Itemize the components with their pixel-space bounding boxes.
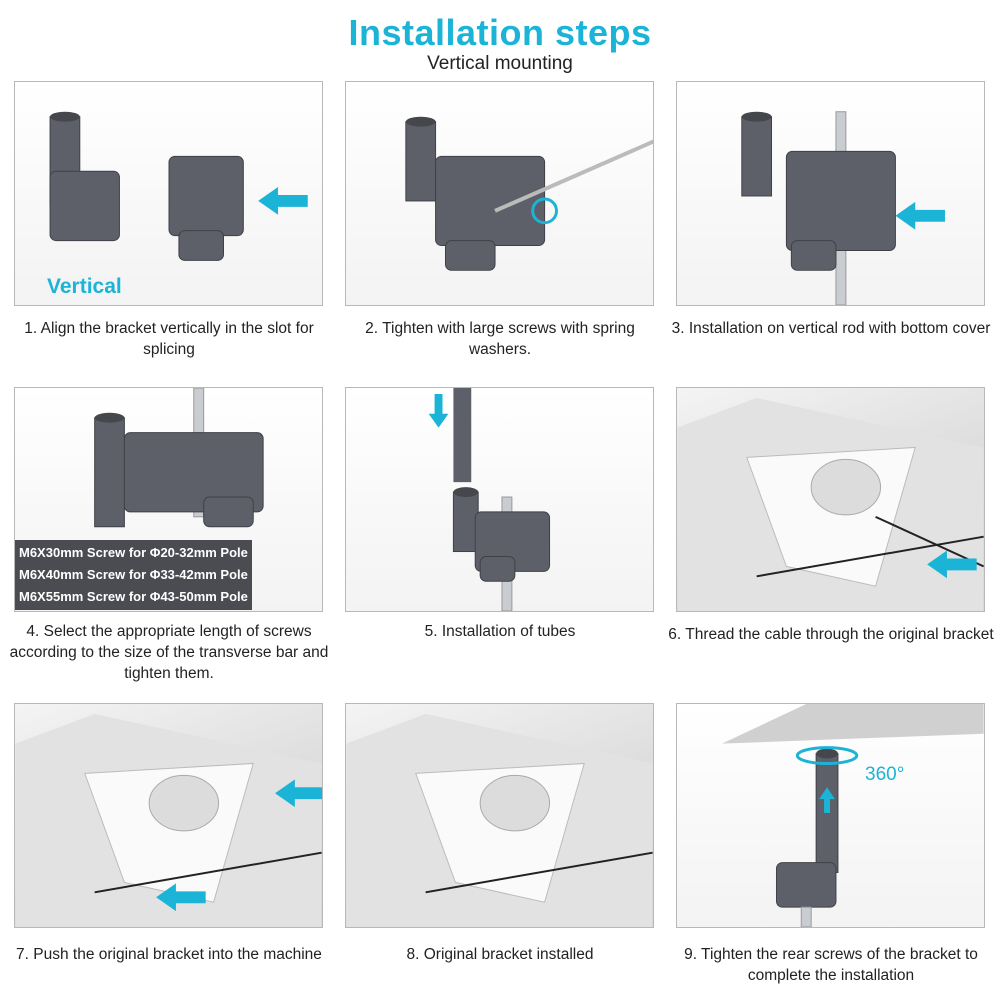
tube (452, 491, 479, 553)
bracket (178, 230, 225, 261)
step-9-image: 360° (676, 703, 985, 928)
step-illustration (15, 713, 322, 927)
arrow-icon (895, 201, 945, 230)
tube (405, 121, 437, 202)
bracket (775, 862, 837, 908)
step-8-caption: 8. Original bracket installed (406, 946, 594, 963)
step-5-caption: 5. Installation of tubes (424, 623, 576, 640)
bracket (444, 240, 496, 271)
rotation-label: 360° (865, 764, 905, 785)
bracket (785, 150, 896, 251)
step-7-image (14, 703, 323, 928)
bracket (479, 555, 516, 582)
step-1-caption: 1. Align the bracket vertically in the s… (24, 320, 314, 358)
step-illustration (49, 111, 308, 261)
step-illustration (405, 116, 653, 271)
tube (453, 388, 472, 483)
step-7-caption: 7. Push the original bracket into the ma… (16, 946, 322, 963)
bracket (49, 170, 120, 242)
pole (800, 906, 812, 927)
step-illustration (741, 111, 945, 305)
arrow-icon (927, 550, 977, 579)
step-1-image: Vertical (14, 81, 323, 306)
tube (94, 417, 125, 528)
step-illustration (677, 397, 984, 611)
arrow-icon (156, 883, 206, 912)
step-5-image (345, 387, 654, 612)
arrow-icon (819, 787, 835, 814)
bracket (168, 155, 244, 237)
bracket (790, 240, 837, 271)
bracket (203, 496, 254, 528)
bracket (435, 155, 546, 247)
step-4-caption: 4. Select the appropriate length of scre… (9, 623, 329, 682)
step-2-caption: 2. Tighten with large screws with spring… (365, 320, 635, 358)
step-illustration (94, 388, 264, 528)
step-8-image (345, 703, 654, 928)
arrow-icon (428, 393, 449, 428)
step-illustration (721, 704, 984, 927)
step-6-image (676, 387, 985, 612)
arrow-icon (258, 187, 308, 215)
step-3-image (676, 81, 985, 306)
step-6-caption: 6. Thread the cable through the original… (668, 626, 994, 643)
tube (741, 116, 773, 197)
vertical-label: Vertical (47, 275, 122, 298)
screw-size-row: M6X55mm Screw for Φ43-50mm Pole (19, 589, 248, 604)
page-title: Installation steps (348, 12, 652, 53)
bracket (123, 432, 264, 513)
step-9-caption: 9. Tighten the rear screws of the bracke… (684, 946, 978, 984)
screw-size-row: M6X40mm Screw for Φ33-42mm Pole (19, 567, 248, 582)
step-illustration (428, 388, 551, 611)
device-housing (721, 704, 984, 744)
step-3-caption: 3. Installation on vertical rod with bot… (671, 320, 991, 337)
arrow-icon (275, 779, 322, 808)
page-subtitle: Vertical mounting (427, 53, 573, 74)
screw-size-row: M6X30mm Screw for Φ20-32mm Pole (19, 545, 248, 560)
step-2-image (345, 81, 654, 306)
step-illustration (346, 713, 653, 927)
